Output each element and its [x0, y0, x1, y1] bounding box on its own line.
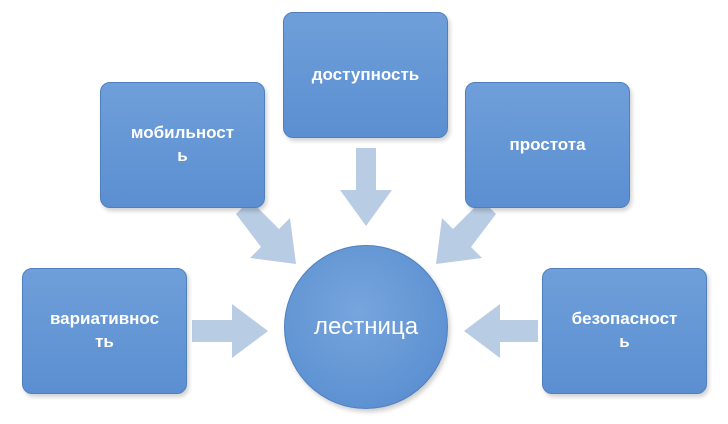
node-simplicity-label: простота — [509, 134, 586, 154]
node-variability-label-line1: вариативнос — [49, 309, 160, 329]
node-mobility-label-line1: мобильност — [130, 123, 235, 143]
node-mobility: мобильност ь — [100, 82, 265, 208]
node-access-label: доступность — [311, 64, 420, 84]
node-simplicity: простота — [465, 82, 630, 208]
node-safety-label-line2: ь — [619, 332, 630, 351]
node-access: доступность — [283, 12, 448, 138]
node-variability-label-line2: ть — [95, 332, 114, 351]
center-node-stairs: лестница — [284, 245, 448, 409]
node-safety: безопасност ь — [542, 268, 707, 394]
node-mobility-label-line2: ь — [177, 146, 188, 165]
arrow-from-access — [340, 148, 392, 226]
node-variability: вариативнос ть — [22, 268, 187, 394]
node-safety-label-line1: безопасност — [571, 309, 678, 329]
center-node-label: лестница — [313, 313, 419, 340]
arrow-from-variability — [192, 304, 268, 358]
arrow-from-simplicity — [436, 200, 496, 264]
arrow-from-safety — [464, 304, 538, 358]
arrow-from-mobility — [236, 200, 296, 264]
